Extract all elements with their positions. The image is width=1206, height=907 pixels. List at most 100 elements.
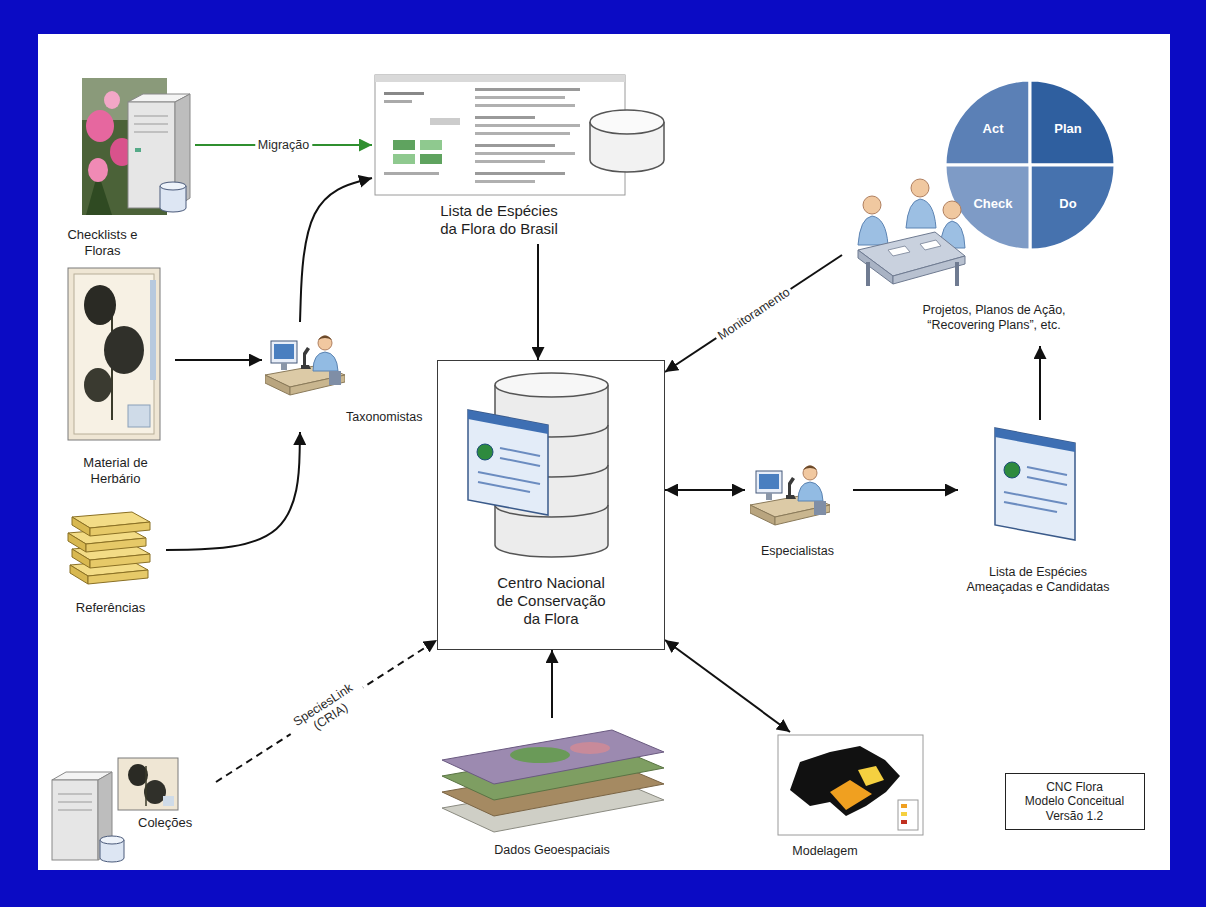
connector <box>665 255 842 372</box>
version-box: CNC FloraModelo ConceitualVersão 1.2 <box>1005 773 1145 830</box>
distribution-map <box>901 804 907 808</box>
website-screenshot <box>375 75 625 195</box>
meeting-icon <box>943 201 961 219</box>
connector <box>216 640 437 782</box>
meeting-icon <box>955 262 959 286</box>
herbarium-sheet <box>68 268 160 440</box>
window-icon <box>995 428 1075 540</box>
window-icon <box>995 428 1075 540</box>
book-stack <box>68 512 150 584</box>
quadrant-label: Do <box>1059 196 1076 211</box>
reference-node: Referências <box>58 500 166 625</box>
website-screenshot <box>375 75 625 82</box>
connector <box>300 178 372 322</box>
website-screenshot <box>393 154 415 164</box>
website-screenshot <box>475 88 580 91</box>
node-label: Especialistas <box>745 544 850 559</box>
website-screenshot <box>475 124 580 127</box>
flower-photo <box>104 91 120 109</box>
node-label: Checklists e Floras <box>60 227 145 258</box>
flower-photo <box>88 158 108 182</box>
pdca-cycle <box>1030 165 1115 250</box>
center-box: Centro Nacional de Conservação da Flora <box>437 360 665 650</box>
database-icon <box>590 110 664 172</box>
node-label: Referências <box>58 600 163 616</box>
herbarium-sheet <box>118 758 178 810</box>
node-label: Lista de Espécies da Flora do Brasil <box>434 202 564 238</box>
label-group: Especialistas <box>745 544 850 559</box>
label-group: Dados Geoespaciais <box>436 843 668 858</box>
herbarium-sheet <box>163 796 174 806</box>
website-screenshot <box>475 144 555 147</box>
node-label: Material de Herbário <box>68 455 163 486</box>
expert-icon <box>265 336 345 396</box>
herbarium-sheet <box>128 405 150 427</box>
server-icon <box>134 132 168 133</box>
expert-icon <box>750 466 830 526</box>
distribution-map <box>778 735 923 835</box>
window-icon <box>1027 467 1067 475</box>
herbarium-sheet <box>68 268 160 440</box>
herbarium-sheet <box>104 326 144 374</box>
window-icon <box>478 472 540 484</box>
source-node: Checklists e Floras <box>60 75 195 265</box>
website-screenshot <box>420 154 442 164</box>
website-screenshot <box>475 96 565 99</box>
database-icon <box>590 110 664 134</box>
website-screenshot <box>420 140 442 150</box>
book-stack <box>90 554 150 568</box>
herbarium-sheet <box>150 280 156 380</box>
herbarium-node: Material de Herbário <box>60 265 175 495</box>
label-group: Referências <box>58 600 163 616</box>
connector-label: Migração <box>255 138 312 152</box>
node-label: Versão 1.2 <box>1006 809 1143 823</box>
website-screenshot <box>475 116 535 119</box>
connector <box>665 489 745 491</box>
book-stack <box>86 538 146 552</box>
label-group: Material de Herbário <box>68 455 163 486</box>
node-label: Dados Geoespaciais <box>436 843 668 858</box>
pdca-cycle <box>945 80 1115 250</box>
map-layers <box>570 742 610 754</box>
actor-node: Taxonomistas <box>262 322 433 432</box>
window-icon <box>468 410 548 515</box>
distribution-map <box>898 800 918 830</box>
threat-list-node: Lista de Espécies Ameaçadas e Candidatas <box>958 420 1118 610</box>
map-layers <box>510 747 570 763</box>
node-label: Taxonomistas <box>346 410 430 425</box>
connector <box>665 640 790 732</box>
database-icon <box>100 836 124 862</box>
window-icon <box>468 410 548 434</box>
herbarium-sheet <box>128 764 148 786</box>
node-label: Modelo Conceitual <box>1006 794 1143 808</box>
herbarium-sheet <box>118 758 178 810</box>
label-group: Modelagem <box>770 844 880 859</box>
geodata-node: Dados Geoespaciais <box>436 718 671 864</box>
distribution-map <box>901 820 907 824</box>
database-stack <box>495 373 608 397</box>
connector <box>166 432 300 550</box>
node-label: CNC Flora <box>1006 780 1143 794</box>
book-stack <box>70 565 88 584</box>
server-icon <box>52 780 98 860</box>
distribution-map <box>858 766 884 786</box>
label-group: CNC FloraModelo ConceitualVersão 1.2 <box>1006 780 1143 823</box>
node-label: Centro Nacional de Conservação da Flora <box>491 574 611 628</box>
connector <box>1039 346 1041 420</box>
label-group: Coleções <box>138 815 213 831</box>
node-label: Coleções <box>138 815 213 831</box>
book-stack <box>68 533 86 552</box>
model-node: Modelagem <box>770 732 930 864</box>
herbarium-sheet <box>74 274 154 434</box>
website-screenshot <box>393 140 415 150</box>
meeting-icon <box>858 250 893 284</box>
book-stack <box>90 522 150 536</box>
server-icon <box>58 810 92 811</box>
meeting-icon <box>920 240 941 250</box>
quadrant-label: Check <box>973 196 1012 211</box>
window-icon <box>1004 492 1067 504</box>
pdca-cycle <box>1030 80 1115 165</box>
connector <box>175 359 262 361</box>
